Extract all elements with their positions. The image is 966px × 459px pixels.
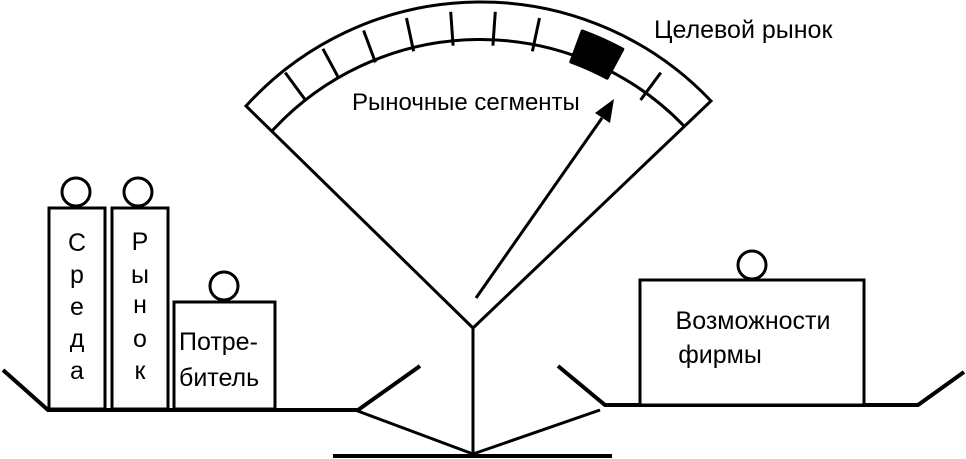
environment-letter: а [70, 357, 84, 385]
right-strut [472, 408, 601, 456]
market-letter: к [135, 357, 147, 385]
consumer-label-line1: Потре- [179, 328, 258, 356]
weight-knob-firm [736, 249, 768, 281]
target-market-label: Целевой рынок [654, 16, 833, 44]
environment-letter: е [70, 293, 84, 321]
pointer-arrow-head [595, 99, 614, 123]
gauge-inner-arc [270, 38, 686, 133]
weight-consumer [172, 300, 277, 411]
market-segments-label: Рыночные сегменты [352, 89, 580, 116]
gauge-segment-divider [321, 48, 341, 80]
gauge-segment-divider [405, 17, 416, 52]
environment-letter: р [70, 261, 84, 289]
weight-firm-capabilities [638, 278, 866, 407]
environment-letter: д [70, 325, 85, 353]
consumer-label-line2: битель [179, 364, 259, 392]
gauge-sector [243, 0, 714, 331]
weight-knob-market [122, 176, 154, 208]
gauge-segment-divider [491, 11, 497, 46]
gauge-segment-divider [530, 17, 541, 52]
firm-label-line2: фирмы [678, 341, 762, 369]
weight-environment [47, 206, 107, 411]
market-letter: ы [131, 261, 149, 289]
target-segment [569, 29, 625, 81]
gauge-segment-divider [639, 71, 663, 101]
gauge-segment-divider [362, 29, 377, 63]
left-strut [354, 408, 474, 456]
pointer-arrow-shaft [474, 117, 604, 299]
gauge-segment-divider [449, 11, 455, 46]
weight-knob-environment [60, 176, 92, 208]
market-letter: н [133, 291, 147, 319]
market-letter: о [133, 325, 147, 353]
weight-knob-consumer [208, 270, 240, 302]
gauge-segment-divider [283, 71, 307, 101]
firm-label-line1: Возможности [676, 307, 831, 335]
weight-market [110, 206, 170, 411]
market-letter: Р [132, 228, 149, 256]
environment-letter: С [68, 229, 86, 257]
